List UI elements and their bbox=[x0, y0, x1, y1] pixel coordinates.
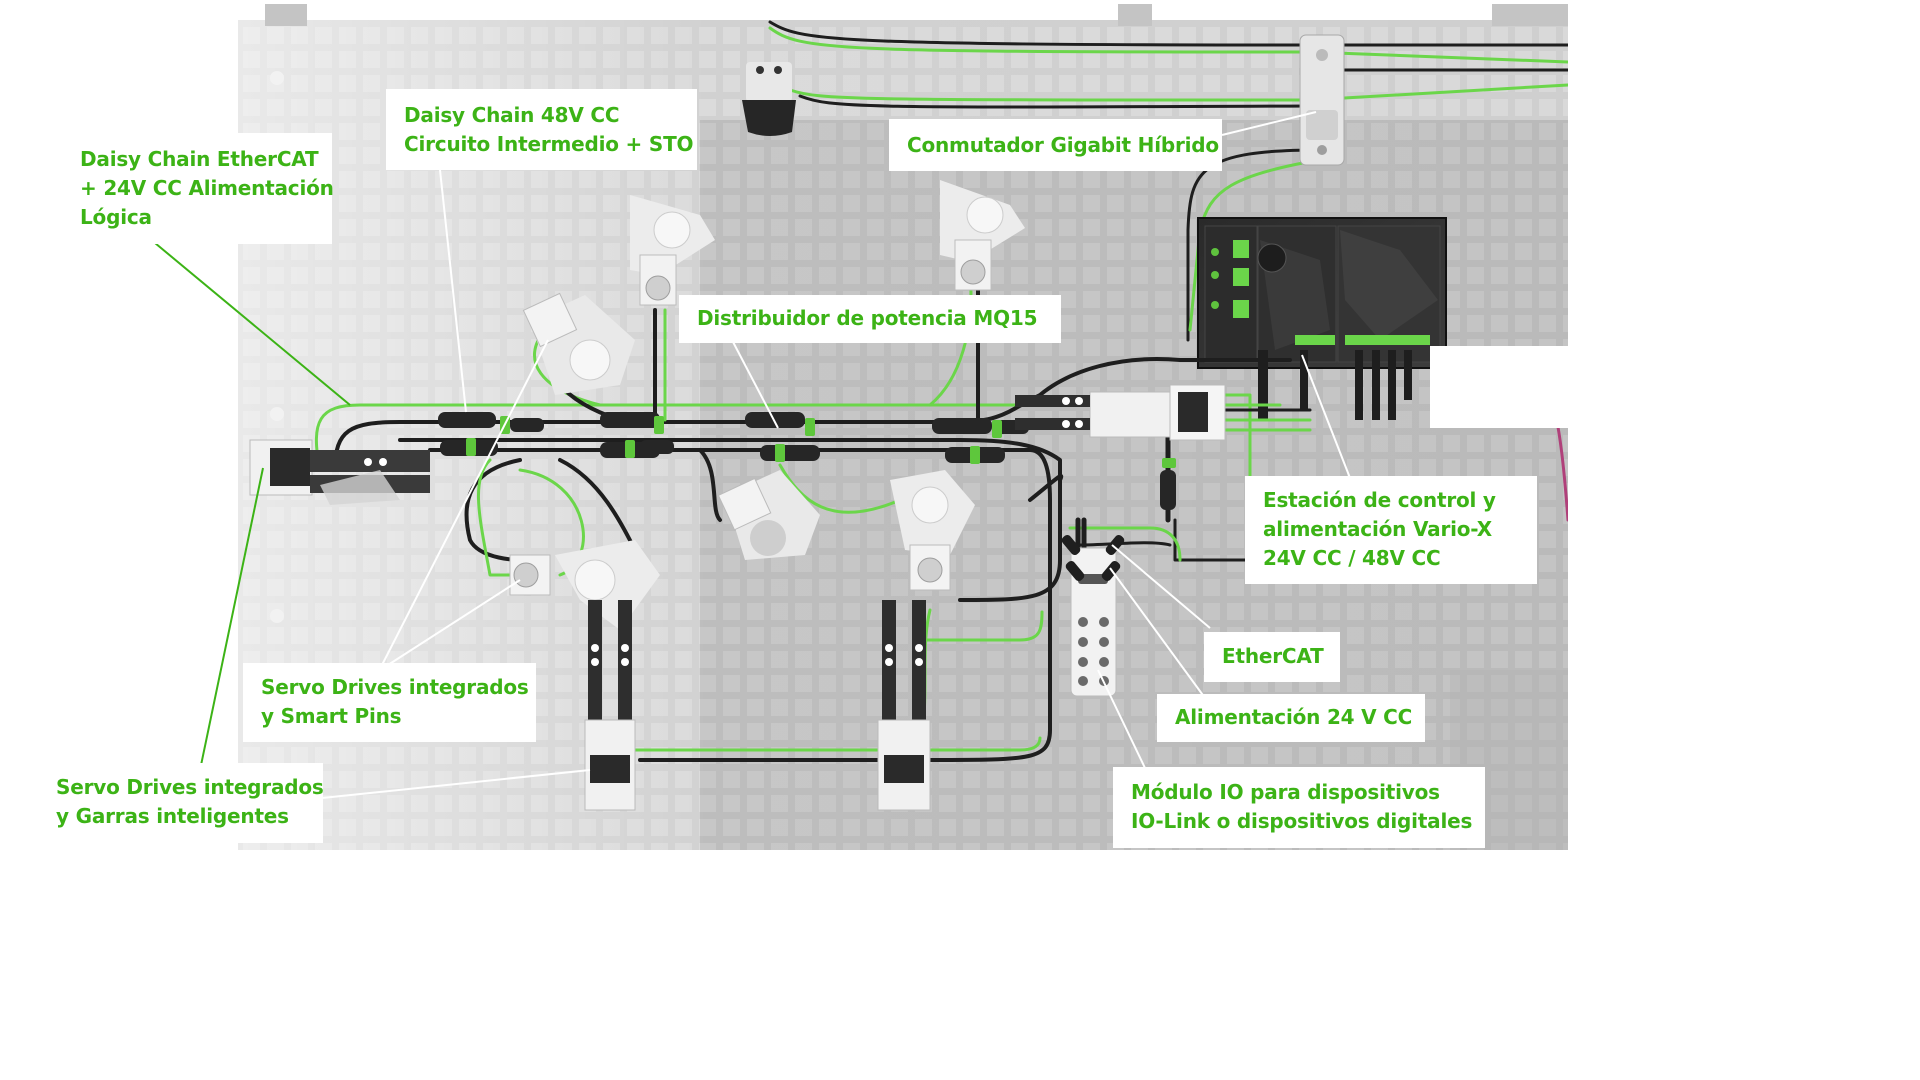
smart-gripper bbox=[584, 600, 636, 811]
callout-line: Servo Drives integrados bbox=[56, 775, 324, 799]
leader-daisy-48v bbox=[439, 169, 467, 413]
callout-line: y Smart Pins bbox=[261, 704, 402, 728]
power-connector bbox=[742, 62, 796, 136]
leader-servo-grippers bbox=[199, 467, 264, 771]
callout-line: Conmutador Gigabit Híbrido bbox=[907, 133, 1219, 157]
callout-ethercat: EtherCAT bbox=[1204, 632, 1340, 682]
leader-servo-smart-pins-b bbox=[387, 579, 521, 666]
servo-axis bbox=[509, 540, 660, 630]
diagram-stage: Daisy Chain EtherCAT + 24V CC Alimentaci… bbox=[38, 4, 1568, 850]
servo-gripper-unit bbox=[1015, 384, 1226, 441]
callout-line: Lógica bbox=[80, 205, 152, 229]
callout-line: Daisy Chain 48V CC bbox=[404, 103, 620, 127]
callout-line: EtherCAT bbox=[1222, 644, 1324, 668]
callout-servo-grippers: Servo Drives integrados y Garras intelig… bbox=[38, 763, 324, 843]
callout-daisy-ethercat: Daisy Chain EtherCAT + 24V CC Alimentaci… bbox=[62, 133, 334, 244]
callout-line: Circuito Intermedio + STO bbox=[404, 132, 694, 156]
hybrid-gigabit-switch bbox=[1299, 34, 1345, 166]
servo-axis bbox=[890, 470, 975, 591]
leader-servo-smart-pins-a bbox=[381, 339, 549, 666]
leader-daisy-ethercat bbox=[154, 242, 351, 406]
leader-vario-x bbox=[1301, 354, 1351, 479]
servo-drives bbox=[509, 180, 1025, 630]
callout-line: Alimentación 24 V CC bbox=[1175, 705, 1413, 729]
vario-x-control-station bbox=[1197, 217, 1447, 420]
callout-daisy-48v: Daisy Chain 48V CC Circuito Intermedio +… bbox=[386, 89, 697, 170]
callout-line: Servo Drives integrados bbox=[261, 675, 529, 699]
servo-axis bbox=[717, 470, 820, 560]
callout-gigabit-switch: Conmutador Gigabit Híbrido bbox=[889, 119, 1222, 171]
servo-axis bbox=[630, 195, 715, 306]
leader-power-distributor-a bbox=[731, 339, 779, 429]
callout-vario-x: Estación de control y alimentación Vario… bbox=[1245, 476, 1537, 584]
smart-gripper bbox=[249, 439, 430, 505]
callout-line: Daisy Chain EtherCAT bbox=[80, 147, 319, 171]
servo-axis bbox=[522, 292, 635, 395]
callout-offscreen-right bbox=[1430, 346, 1568, 428]
leader-gigabit-switch bbox=[1221, 111, 1317, 136]
io-link-module bbox=[1061, 534, 1125, 697]
callout-power-distributor: Distribuidor de potencia MQ15 bbox=[679, 295, 1061, 343]
callout-line: y Garras inteligentes bbox=[56, 804, 289, 828]
callout-line: alimentación Vario-X bbox=[1263, 517, 1492, 541]
callout-servo-smart-pins: Servo Drives integrados y Smart Pins bbox=[243, 663, 536, 742]
leader-servo-grippers-b bbox=[321, 769, 591, 799]
leader-io-module bbox=[1097, 669, 1146, 769]
leader-ethercat bbox=[1111, 544, 1211, 629]
callout-line: 24V CC / 48V CC bbox=[1263, 546, 1441, 570]
callout-line: Estación de control y bbox=[1263, 488, 1496, 512]
callout-line: + 24V CC Alimentación bbox=[80, 176, 334, 200]
leader-power-24v bbox=[1109, 567, 1206, 699]
cable-connectors bbox=[438, 412, 1176, 510]
smart-gripper bbox=[877, 600, 931, 811]
servo-axis bbox=[940, 180, 1025, 291]
callout-line: Distribuidor de potencia MQ15 bbox=[697, 306, 1038, 330]
callout-io-module: Módulo IO para dispositivos IO-Link o di… bbox=[1113, 767, 1485, 848]
callout-power-24v: Alimentación 24 V CC bbox=[1157, 694, 1425, 742]
smart-grippers bbox=[249, 384, 1226, 811]
callout-line: Módulo IO para dispositivos bbox=[1131, 780, 1440, 804]
callout-line: IO-Link o dispositivos digitales bbox=[1131, 809, 1473, 833]
